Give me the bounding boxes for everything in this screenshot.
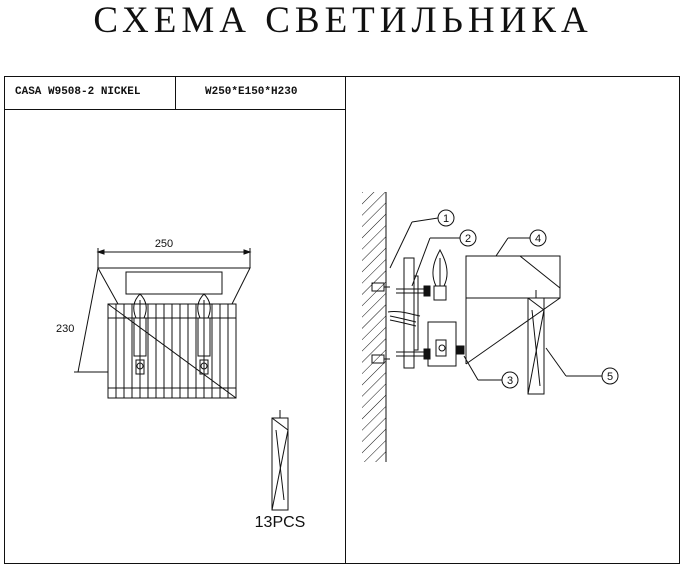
callout-1: 1: [389, 209, 455, 269]
screw-bottom: [396, 348, 431, 360]
wall-plug-top: [371, 282, 390, 292]
header-divider: [5, 109, 345, 110]
wires: [387, 311, 421, 327]
bulb-right-icon: [197, 293, 211, 375]
crystal-side: [527, 290, 545, 395]
height-dimension-label: 230: [56, 323, 74, 335]
exploded-view: [362, 192, 561, 462]
panel-divider: [345, 77, 346, 563]
svg-text:1: 1: [443, 213, 449, 225]
page-title: СХЕМА СВЕТИЛЬНИКА: [93, 0, 593, 41]
width-dimension: [96, 248, 252, 268]
svg-text:4: 4: [535, 233, 541, 245]
crystal-count-label: 13PCS: [255, 514, 306, 531]
svg-text:3: 3: [507, 375, 513, 387]
model-label: CASA W9508-2 NICKEL: [15, 86, 141, 98]
svg-text:5: 5: [607, 371, 613, 383]
wall: [362, 192, 387, 462]
lamp-holder: [427, 321, 457, 367]
dimensions-label: W250*E150*H230: [205, 86, 298, 98]
svg-text:2: 2: [465, 233, 471, 245]
bulb-icon: [432, 248, 448, 301]
callout-3: 3: [463, 355, 519, 389]
screw-top: [396, 285, 431, 297]
drawing-sheet: CASA W9508-2 NICKEL W250*E150*H230: [4, 76, 680, 564]
callout-5: 5: [545, 347, 619, 385]
header-cell-divider: [175, 77, 176, 109]
crystal-prism-icon: [271, 410, 289, 511]
wall-plug-bottom: [371, 354, 390, 364]
lamp-body: [465, 255, 561, 365]
front-view: [74, 248, 252, 399]
bulb-left-icon: [133, 293, 147, 375]
callout-2: 2: [411, 229, 477, 287]
crystal-curtain: [107, 303, 237, 399]
nut: [455, 345, 465, 355]
lamp-top-plate: [97, 267, 251, 305]
callout-4: 4: [495, 229, 547, 257]
height-dimension: [74, 267, 108, 373]
width-dimension-label: 250: [155, 238, 173, 250]
